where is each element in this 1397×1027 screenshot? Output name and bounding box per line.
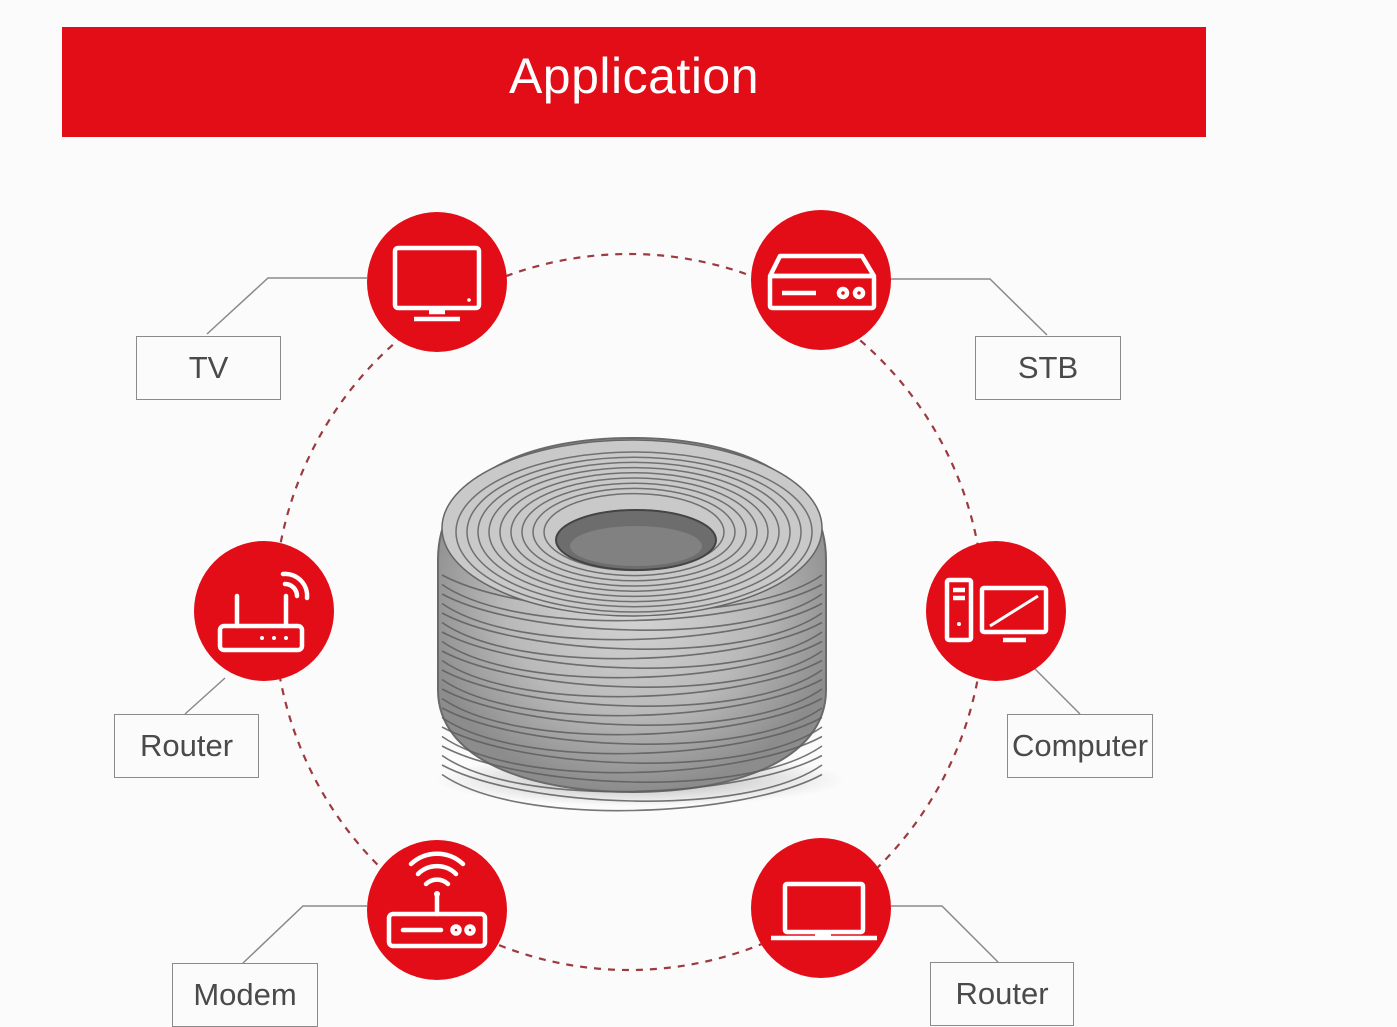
- label-tv: TV: [136, 336, 281, 400]
- cable-coil-image: [435, 436, 845, 812]
- label-computer: Computer: [1007, 714, 1153, 778]
- node-tv-circle: [367, 212, 507, 352]
- coil-strand: [441, 678, 823, 717]
- node-stb: [751, 210, 891, 350]
- laptop-icon: [771, 881, 877, 941]
- header-banner: Application: [62, 27, 1206, 137]
- coil-strand: [441, 593, 823, 631]
- leader-line-stb: [890, 278, 1048, 336]
- coil-top-ring: [510, 477, 758, 587]
- tv-icon: [392, 245, 482, 322]
- coil-strand: [441, 640, 823, 679]
- coil-strand: [441, 612, 823, 650]
- coil-strand: [441, 602, 823, 641]
- coil-hole-inner: [570, 526, 702, 566]
- leader-line-router-laptop: [891, 905, 999, 963]
- coil-strand: [441, 773, 823, 812]
- coil-strand: [441, 726, 823, 764]
- label-router-laptop: Router: [930, 962, 1074, 1026]
- node-stb-circle: [751, 210, 891, 350]
- coil-strand: [441, 707, 823, 745]
- node-computer-circle: [926, 541, 1066, 681]
- label-stb: STB: [975, 336, 1121, 400]
- node-modem: [367, 840, 507, 980]
- leader-lines: [184, 277, 1081, 964]
- set-top-box-icon: [767, 253, 877, 311]
- node-tv: [367, 212, 507, 352]
- coil-strands: [441, 574, 823, 812]
- leader-line-tv: [206, 277, 367, 335]
- coil-top-ring: [455, 451, 813, 613]
- coil-strand: [441, 631, 823, 669]
- coil-strand: [441, 621, 823, 660]
- coil-top-ring: [521, 482, 747, 582]
- label-modem: Modem: [172, 963, 318, 1027]
- coil-top-ring: [477, 461, 791, 603]
- node-computer: [926, 541, 1066, 681]
- wifi-router-icon: [217, 571, 310, 653]
- coil-top-ring: [499, 472, 769, 592]
- coil-strand: [441, 583, 823, 622]
- node-router-laptop: [751, 838, 891, 978]
- coil-strand: [441, 764, 823, 802]
- coil-top-ring: [466, 456, 802, 608]
- coil-strand: [441, 735, 823, 774]
- coil-strand: [441, 650, 823, 688]
- coil-strand: [441, 697, 823, 736]
- coil-strand: [441, 754, 823, 793]
- node-router-circle: [194, 541, 334, 681]
- node-router: [194, 541, 334, 681]
- leader-line-router: [184, 677, 226, 715]
- leader-line-computer: [1033, 667, 1081, 715]
- page-title: Application: [508, 48, 760, 104]
- coil-top-ring: [532, 487, 736, 577]
- label-router: Router: [114, 714, 259, 778]
- coil-strand: [441, 745, 823, 783]
- modem-icon: [386, 851, 488, 949]
- node-router-laptop-circle: [751, 838, 891, 978]
- leader-line-modem: [242, 905, 367, 964]
- desktop-computer-icon: [944, 577, 1049, 643]
- coil-strand: [441, 688, 823, 726]
- coil-top-rings: [455, 451, 813, 613]
- coil-strand: [441, 659, 823, 698]
- coil-top-ring: [488, 466, 780, 598]
- coil-strand: [441, 716, 823, 755]
- coil-strand: [441, 669, 823, 707]
